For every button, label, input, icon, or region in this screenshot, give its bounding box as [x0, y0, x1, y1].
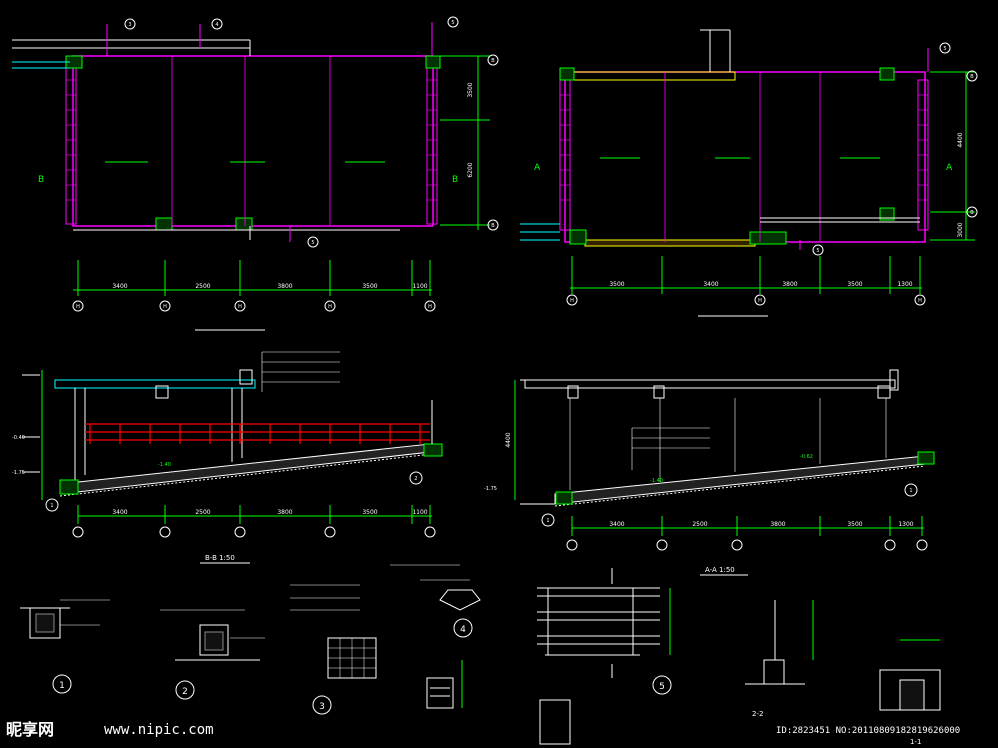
section-bb-title: B-B 1:50: [205, 554, 235, 562]
axis-label: B: [491, 223, 495, 229]
detail-number: 5: [943, 46, 946, 52]
ramp: [59, 443, 431, 495]
detail-number: 5: [311, 240, 314, 246]
section-mark-2-2: 2-2: [752, 710, 763, 718]
plan-left-dim-right-2: 6200: [467, 162, 474, 177]
section-letter: A: [946, 163, 953, 173]
axis-label: H: [918, 298, 922, 304]
detail-4-number: 4: [460, 625, 466, 635]
plan-right-dim-right-1: 4400: [957, 132, 964, 147]
watermark-id: ID:2823451 NO:20110809182819626000: [776, 726, 960, 736]
detail-number: 1: [909, 488, 912, 494]
axis-label: B: [970, 74, 974, 80]
section-bb-dim-1: 3400: [112, 509, 127, 516]
axis-label: H: [238, 304, 242, 310]
watermark-url: www.nipic.com: [104, 722, 214, 738]
plan-left-dim-4: 3500: [362, 283, 377, 290]
plan-left-wall: [72, 55, 434, 227]
plan-left-dim-2: 2500: [195, 283, 210, 290]
section-letter: B: [38, 175, 44, 185]
watermark: 昵享网 www.nipic.com ID:2823451 NO:20110809…: [6, 720, 960, 739]
axis-label: B: [491, 58, 495, 64]
section-mark-1-1: 1-1: [910, 738, 921, 746]
plan-right-dim-1: 3500: [609, 281, 624, 288]
axis-label: B: [970, 210, 974, 216]
detail-number: 1: [50, 503, 53, 509]
detail-number: 4: [215, 22, 218, 28]
plan-right: 3500 3400 3800 3500 1300 H H H 4400 3000…: [520, 29, 978, 317]
section-aa: 4400 -1.75 -1.40 -0.62 3400 2500 3800 35…: [484, 369, 935, 576]
elevation: -0.62: [800, 454, 813, 460]
column: [155, 217, 173, 231]
plan-right-dim-right-2: 3000: [957, 222, 964, 237]
plan-left-dim-right-1: 3500: [467, 82, 474, 97]
axis-label: H: [758, 298, 762, 304]
section-bb-dim-3: 3800: [277, 509, 292, 516]
detail-number: 2: [414, 476, 417, 482]
detail-1-number: 1: [59, 681, 65, 691]
plan-left-dim-1: 3400: [112, 283, 127, 290]
axis-label: H: [570, 298, 574, 304]
section-aa-dim-2: 2500: [692, 521, 707, 528]
detail-3-number: 3: [319, 702, 325, 712]
axis-label: H: [428, 304, 432, 310]
section-bb-dim-4: 3500: [362, 509, 377, 516]
axis-label: H: [328, 304, 332, 310]
plan-left-dim-3: 3800: [277, 283, 292, 290]
section-aa-dim-1: 3400: [609, 521, 624, 528]
elevation: -1.40: [158, 462, 171, 468]
detail-number: 1: [546, 518, 549, 524]
elevation: -1.75: [12, 470, 25, 476]
plan-right-dim-2: 3400: [703, 281, 718, 288]
section-aa-dim-left: 4400: [505, 432, 512, 447]
watermark-brand: 昵享网: [6, 720, 54, 739]
section-letter: B: [452, 175, 458, 185]
section-aa-dim-4: 3500: [847, 521, 862, 528]
railing: [85, 423, 430, 444]
plan-right-dim-4: 3500: [847, 281, 862, 288]
section-aa-dim-5: 1300: [898, 521, 913, 528]
detail-number: 5: [451, 20, 454, 26]
details: 1 2 3 4: [20, 564, 941, 746]
detail-5-number: 5: [659, 682, 665, 692]
plan-left: 3400 2500 3800 3500 1100 H H H H H 3500 …: [12, 16, 499, 331]
column: [425, 55, 441, 69]
elevation: -1.75: [484, 486, 497, 492]
axis-label: H: [76, 304, 80, 310]
section-bb-dim-2: 2500: [195, 509, 210, 516]
detail-number: 3: [128, 22, 131, 28]
section-bb-dim-5: 1100: [412, 509, 427, 516]
detail-number: 5: [816, 248, 819, 254]
ramp: [554, 455, 926, 505]
section-bb: -1.75 -0.40 -1.40 3400 2500 3800 3500 11…: [12, 351, 443, 564]
plan-right-dim-3: 3800: [782, 281, 797, 288]
section-aa-dim-3: 3800: [770, 521, 785, 528]
section-letter: A: [534, 163, 541, 173]
plan-right-dim-5: 1300: [897, 281, 912, 288]
plan-left-dim-5: 1100: [412, 283, 427, 290]
section-aa-title: A-A 1:50: [705, 566, 735, 574]
elevation: -1.40: [650, 478, 663, 484]
axis-label: H: [163, 304, 167, 310]
elevation: -0.40: [12, 435, 25, 441]
detail-2-number: 2: [182, 687, 188, 697]
